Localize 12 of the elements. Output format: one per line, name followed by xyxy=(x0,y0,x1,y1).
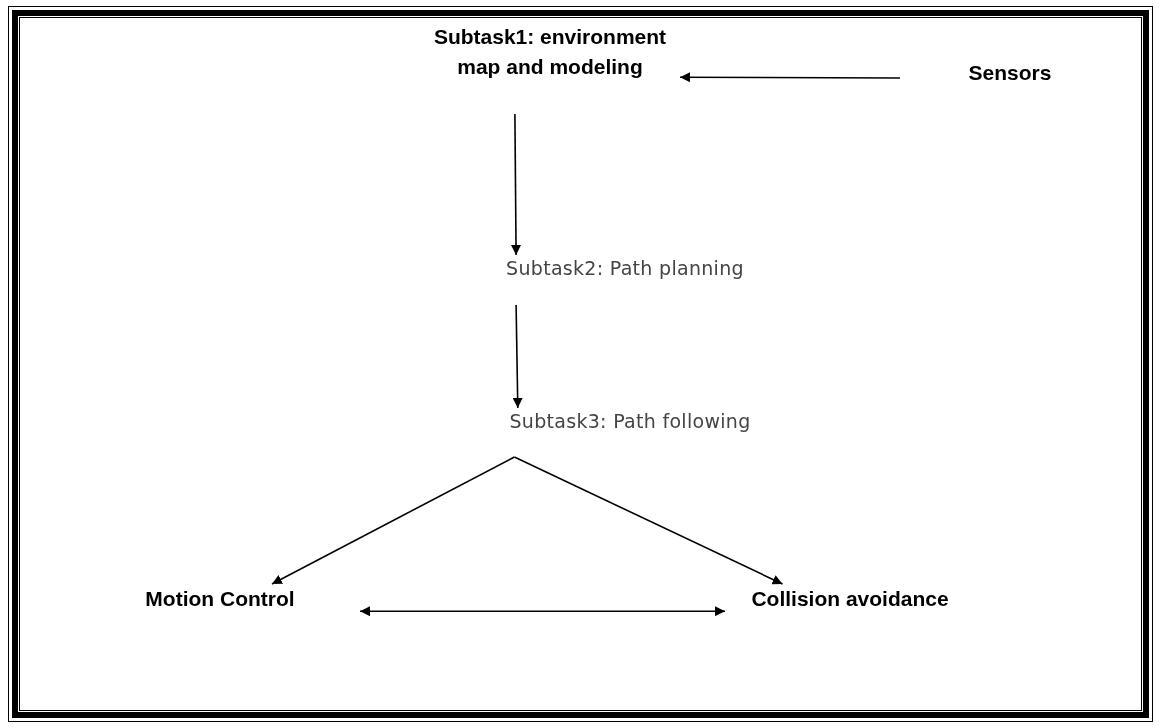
node-label: Subtask1: environment map and modeling xyxy=(432,24,668,81)
node-label: Subtask3: Path following xyxy=(509,409,751,434)
arrow xyxy=(359,606,726,617)
node-label: Subtask2: Path planning xyxy=(506,256,744,281)
arrow xyxy=(511,113,521,256)
arrow xyxy=(512,304,523,409)
node-label: Sensors xyxy=(968,60,1052,86)
node-label: Collision avoidance xyxy=(751,586,949,612)
arrow xyxy=(679,72,901,83)
arrow xyxy=(271,456,516,585)
node-label: Motion Control xyxy=(145,586,295,612)
arrow xyxy=(513,456,784,585)
